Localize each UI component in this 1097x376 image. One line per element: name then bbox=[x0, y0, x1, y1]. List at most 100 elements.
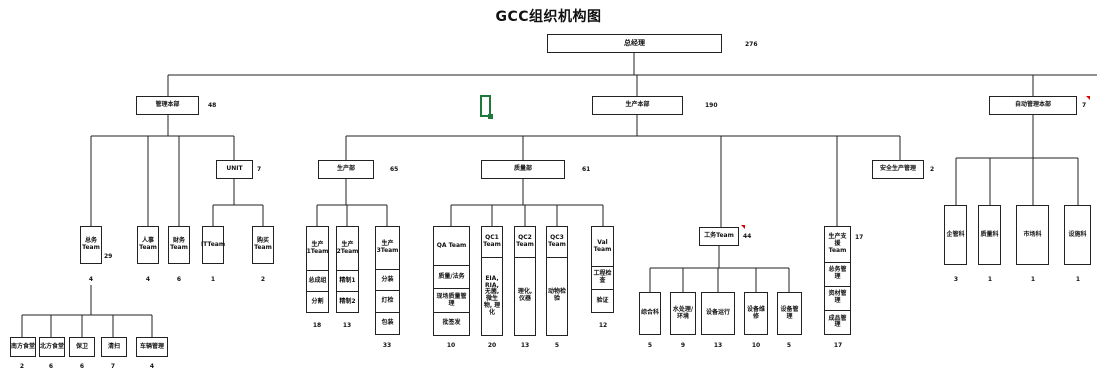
team-function: 分装 bbox=[376, 268, 399, 291]
team-name: Val Team bbox=[593, 238, 612, 253]
team-function: 批签发 bbox=[434, 311, 469, 335]
node-auto-sub-3: 设施科 bbox=[1064, 205, 1091, 265]
count-gw-sub-3: 7 bbox=[110, 363, 116, 370]
cell-selection-marker bbox=[480, 95, 491, 117]
node-gw-sub-3: 清扫 bbox=[101, 337, 127, 357]
foot-production-team-1: 18 bbox=[312, 322, 322, 329]
node-purchase-team: 购买Team bbox=[252, 226, 274, 264]
team-function: 包装 bbox=[376, 312, 399, 334]
node-general-manager: 总经理 bbox=[547, 34, 722, 53]
comment-flag bbox=[1086, 96, 1090, 100]
team-function: 成品管理 bbox=[825, 309, 850, 334]
node-engineering-team: 工务Team bbox=[699, 227, 739, 246]
foot-qc3-team: 5 bbox=[554, 342, 560, 349]
team-function: 验证 bbox=[592, 289, 613, 312]
team-function: 理化, 仪器 bbox=[515, 256, 535, 335]
count-gw-sub-2: 6 bbox=[79, 363, 85, 370]
count-auto-sub-3: 1 bbox=[1075, 276, 1081, 283]
count-production-division: 190 bbox=[705, 102, 718, 109]
node-qc3-team: QC3 Team 动物检验 bbox=[546, 226, 568, 336]
team-function: 动物检验 bbox=[547, 256, 567, 335]
chart-title: GCC组织机构图 bbox=[495, 9, 602, 25]
team-name: 生产3Team bbox=[376, 239, 399, 254]
count-eng-sub-0: 5 bbox=[647, 342, 653, 349]
foot-hr-team: 4 bbox=[145, 276, 151, 283]
node-production-support-team: 生产支援Team 总务管理 资材管理 成品管理 bbox=[824, 226, 851, 335]
node-eng-sub-1: 水处理/环境 bbox=[670, 292, 696, 335]
node-production-team-1: 生产1Team 总成组 分割 bbox=[306, 226, 329, 313]
node-quality-dept: 质量部 bbox=[481, 160, 565, 179]
count-unit: 7 bbox=[257, 166, 262, 173]
count-auto-sub-2: 1 bbox=[1030, 276, 1036, 283]
count-quality-dept: 61 bbox=[582, 166, 591, 173]
team-function: 现场质量管理 bbox=[434, 288, 469, 311]
count-management-division: 48 bbox=[208, 102, 217, 109]
team-function: 精制2 bbox=[337, 291, 358, 312]
node-gw-sub-2: 保卫 bbox=[69, 337, 95, 357]
count-engineering-team: 44 bbox=[743, 233, 752, 240]
team-name: 生产1Team bbox=[306, 240, 329, 255]
node-gw-sub-1: 北方食堂 bbox=[39, 337, 65, 357]
foot-val-team: 12 bbox=[598, 322, 608, 329]
node-eng-sub-3: 设备维修 bbox=[744, 292, 768, 335]
count-production-support-team: 17 bbox=[855, 234, 864, 241]
foot-production-support-team: 17 bbox=[833, 342, 843, 349]
team-function: 精制1 bbox=[337, 270, 358, 291]
team-function: 资材管理 bbox=[825, 285, 850, 310]
node-eng-sub-0: 综合科 bbox=[639, 292, 661, 335]
team-name: QA Team bbox=[436, 241, 467, 249]
team-function: 总成组 bbox=[307, 270, 328, 291]
node-unit: UNIT bbox=[216, 160, 253, 179]
count-gw-sub-0: 2 bbox=[19, 363, 25, 370]
count-production-dept: 65 bbox=[390, 166, 399, 173]
node-auto-sub-2: 市场科 bbox=[1016, 205, 1049, 265]
foot-production-team-2: 13 bbox=[342, 322, 352, 329]
foot-qc1-team: 20 bbox=[487, 342, 497, 349]
node-gw-sub-4: 车辆管理 bbox=[136, 337, 168, 357]
team-name: 生产2Team bbox=[336, 240, 359, 255]
node-management-division: 管理本部 bbox=[136, 96, 199, 115]
count-safety-management: 2 bbox=[930, 166, 935, 173]
foot-production-team-3: 33 bbox=[382, 342, 392, 349]
node-it-team: ITTeam bbox=[201, 226, 225, 264]
foot-qa-team: 10 bbox=[446, 342, 456, 349]
count-auto-sub-0: 3 bbox=[953, 276, 959, 283]
team-name: QC1 Team bbox=[483, 233, 501, 248]
foot-purchase-team: 2 bbox=[260, 276, 266, 283]
count-auto-management-division: 7 bbox=[1082, 102, 1087, 109]
team-function: EIA, RIA, 无菌, 微生物, 理化 bbox=[482, 256, 502, 335]
foot-it-team: 1 bbox=[210, 276, 216, 283]
count-auto-sub-1: 1 bbox=[987, 276, 993, 283]
count-general-manager: 276 bbox=[745, 41, 758, 48]
node-finance-team: 财务Team bbox=[168, 226, 190, 264]
team-function: 质量/法务 bbox=[434, 264, 469, 288]
node-production-team-2: 生产2Team 精制1 精制2 bbox=[336, 226, 359, 313]
count-eng-sub-2: 13 bbox=[713, 342, 723, 349]
team-function: 分割 bbox=[307, 291, 328, 312]
node-production-dept: 生产部 bbox=[318, 160, 374, 179]
node-val-team: Val Team 工程检查 验证 bbox=[591, 226, 614, 313]
team-function: 总务管理 bbox=[825, 261, 850, 286]
node-qa-team: QA Team 质量/法务 现场质量管理 批签发 bbox=[433, 226, 470, 336]
selection-handle bbox=[488, 114, 493, 119]
node-auto-management-division: 自动管理本部 bbox=[989, 96, 1077, 115]
count-eng-sub-4: 5 bbox=[786, 342, 792, 349]
team-function: 工程检查 bbox=[592, 266, 613, 289]
team-name: QC3 Team bbox=[548, 233, 566, 248]
team-name: QC2 Team bbox=[516, 233, 534, 248]
node-production-division: 生产本部 bbox=[592, 96, 683, 115]
team-function: 灯检 bbox=[376, 290, 399, 312]
node-qc1-team: QC1 Team EIA, RIA, 无菌, 微生物, 理化 bbox=[481, 226, 503, 336]
node-gw-sub-0: 南方食堂 bbox=[10, 337, 36, 357]
comment-flag bbox=[741, 225, 745, 229]
node-eng-sub-4: 设备管理 bbox=[777, 292, 802, 335]
foot-general-affairs-team: 4 bbox=[88, 276, 94, 283]
node-eng-sub-2: 设备运行 bbox=[701, 292, 735, 335]
foot-qc2-team: 13 bbox=[520, 342, 530, 349]
node-auto-sub-0: 企管科 bbox=[944, 205, 967, 265]
node-safety-management: 安全生产管理 bbox=[872, 160, 924, 179]
count-eng-sub-1: 9 bbox=[680, 342, 686, 349]
node-qc2-team: QC2 Team 理化, 仪器 bbox=[514, 226, 536, 336]
